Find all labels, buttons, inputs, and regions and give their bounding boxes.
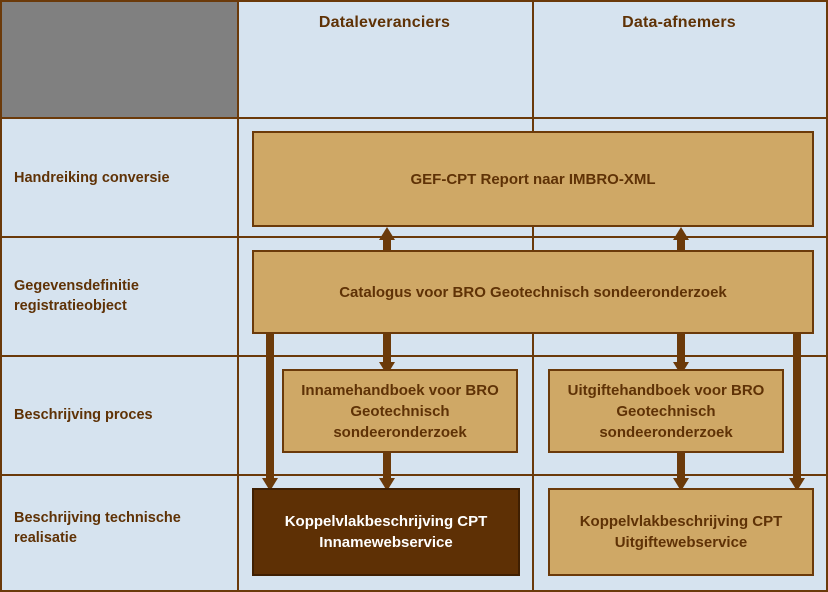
row-label-beschrijving-technische-realisatie: Beschrijving technische realisatie [14,510,181,546]
gridline-row-4 [0,474,828,476]
gridline-bottom [0,590,828,592]
row-label-handreiking-conversie: Handreiking conversie [14,170,170,186]
arrow-uitgiftehandboek-to-koppelvlak-uitgifte [673,452,689,491]
arrow-catalogus-to-koppelvlak-uitgifte-bypass [789,333,805,491]
box-uitgiftehandboek[interactable]: Uitgiftehandboek voor BRO Geotechnisch s… [548,369,784,453]
gridline-row-3 [0,355,828,357]
row-label-beschrijving-proces: Beschrijving proces [14,407,153,423]
box-catalogus[interactable]: Catalogus voor BRO Geotechnisch sondeero… [252,250,814,334]
column-header-data-afnemers: Data-afnemers [622,14,736,31]
gridline-row-2 [0,236,828,238]
gridline-col-divider-1 [237,0,239,592]
gridline-top [0,0,828,2]
box-innamehandboek[interactable]: Innamehandboek voor BRO Geotechnisch son… [282,369,518,453]
row-label-gegevensdefinitie-registratieobject: Gegevensdefinitie registratieobject [14,278,139,314]
gridline-right-edge [826,0,828,592]
arrow-innamehandboek-to-koppelvlak-inname [379,452,395,491]
box-koppelvlakbeschrijving-cpt-innamewebservice[interactable]: Koppelvlakbeschrijving CPT Innamewebserv… [252,488,520,576]
gridline-row-1 [0,117,828,119]
corner-cell [0,0,237,117]
gridline-left-edge [0,0,2,592]
arrow-catalogus-to-koppelvlak-inname-bypass [262,333,278,491]
box-koppelvlakbeschrijving-cpt-uitgiftewebservice[interactable]: Koppelvlakbeschrijving CPT Uitgiftewebse… [548,488,814,576]
box-gef-cpt-report[interactable]: GEF-CPT Report naar IMBRO-XML [252,131,814,227]
column-header-dataleveranciers: Dataleveranciers [318,14,451,31]
